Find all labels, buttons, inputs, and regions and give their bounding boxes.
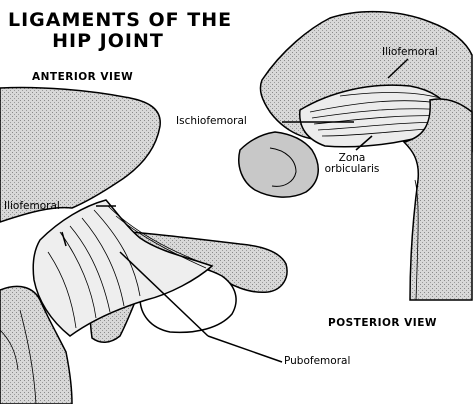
title-line-2: HIP JOINT: [52, 30, 164, 52]
label-ischiofemoral: Ischiofemoral: [176, 115, 247, 127]
label-iliofemoral-anterior: Iliofemoral: [4, 200, 60, 212]
anterior-view-label: ANTERIOR VIEW: [32, 71, 134, 83]
posterior-ischium: [238, 131, 319, 198]
page-title: LIGAMENTS OF THE HIP JOINT: [8, 9, 233, 52]
anterior-femur: [0, 285, 73, 404]
anterior-view-illustration: [0, 86, 288, 404]
label-iliofemoral-posterior: Iliofemoral: [382, 46, 438, 58]
label-zona-orbicularis: Zona orbicularis: [318, 153, 386, 174]
posterior-view-illustration: [238, 10, 473, 301]
posterior-view-label: POSTERIOR VIEW: [328, 317, 437, 329]
zona-orbicularis-line-2: orbicularis: [324, 162, 380, 175]
zona-orbicularis-line-1: Zona: [338, 152, 366, 164]
label-pubofemoral: Pubofemoral: [284, 355, 351, 367]
anterior-ilium: [0, 86, 161, 223]
anterior-capsule: [32, 199, 214, 337]
leader-lines: [61, 58, 409, 363]
posterior-femur: [402, 98, 473, 301]
title-line-1: LIGAMENTS OF THE: [8, 9, 233, 31]
